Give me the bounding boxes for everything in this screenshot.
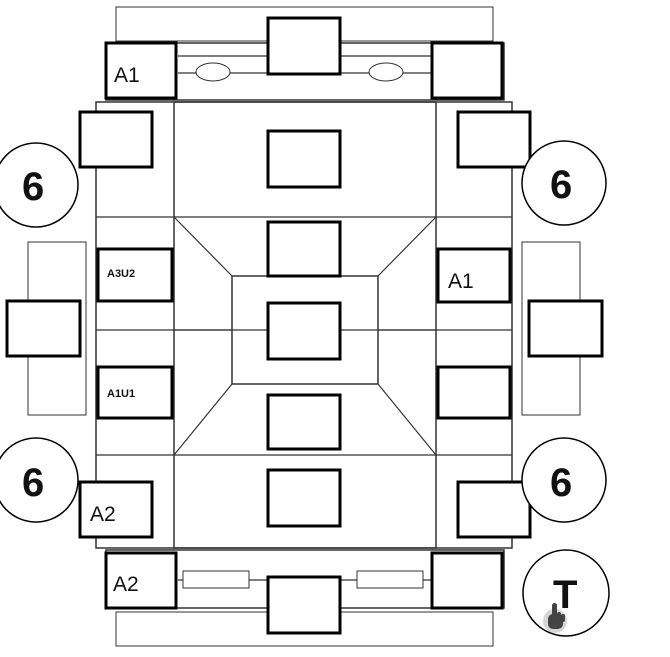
lower-right-box[interactable] (456, 480, 532, 539)
left-wing-box[interactable] (5, 299, 82, 358)
center-box-5[interactable] (266, 468, 342, 528)
a2-bottom-left-box[interactable] (104, 551, 178, 610)
label-a1u1: A1U1 (107, 388, 135, 400)
bottom-right-box[interactable] (430, 551, 504, 610)
label-six-top-left: 6 (22, 165, 44, 209)
center-cabin (173, 101, 437, 549)
a1-top-left-box[interactable] (104, 41, 178, 100)
label-six-bottom-left: 6 (22, 461, 44, 505)
label-a2-left: A2 (90, 503, 116, 526)
top-right-box[interactable] (430, 41, 504, 100)
center-box-2[interactable] (266, 220, 342, 278)
top-right-oval (368, 62, 404, 82)
label-a3u2: A3U2 (107, 268, 135, 280)
top-center-box[interactable] (266, 16, 342, 76)
bottom-left-slot (182, 570, 250, 589)
upper-left-box[interactable] (78, 110, 154, 169)
a1-right-box[interactable] (436, 247, 512, 304)
bottom-right-slot (356, 570, 424, 589)
center-box-1[interactable] (266, 129, 342, 189)
label-a1-right: A1 (448, 270, 474, 293)
label-a1-top-left: A1 (114, 64, 140, 87)
upper-right-box[interactable] (456, 110, 532, 169)
center-box-3[interactable] (266, 301, 342, 361)
center-box-4[interactable] (266, 393, 342, 451)
label-a2-bottom-left: A2 (113, 573, 139, 596)
top-left-oval (195, 62, 231, 82)
label-six-bottom-right: 6 (550, 461, 572, 505)
a2-left-box[interactable] (78, 480, 154, 539)
circle-bottom-left[interactable] (0, 437, 79, 523)
label-six-top-right: 6 (550, 163, 572, 207)
right-lower-box[interactable] (436, 365, 512, 420)
bottom-center-box[interactable] (266, 575, 342, 635)
circle-t-tool[interactable] (522, 549, 610, 637)
hand-pointer-icon (543, 603, 567, 633)
right-wing-box[interactable] (527, 299, 604, 358)
circle-top-right[interactable] (521, 140, 607, 226)
circle-bottom-right[interactable] (521, 437, 607, 523)
a3u2-box[interactable] (96, 247, 174, 303)
circle-top-left[interactable] (0, 142, 79, 228)
a1u1-box[interactable] (96, 365, 174, 420)
